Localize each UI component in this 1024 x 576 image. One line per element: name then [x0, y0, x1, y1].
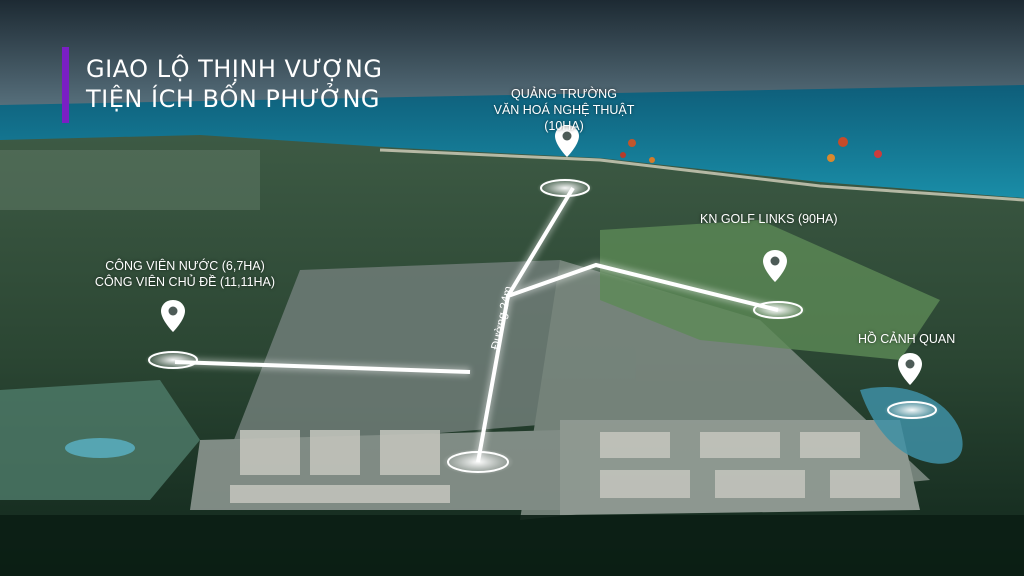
route-lines: [174, 185, 780, 463]
route-golf: [507, 262, 779, 312]
title-line-1: GIAO LỘ THỊNH VƯỢNG: [86, 55, 383, 83]
route-water-park: [174, 360, 471, 374]
beach: [379, 148, 1024, 202]
title-line-2: TIỆN ÍCH BỐN PHƯỞNG: [86, 85, 381, 113]
water-park-pin-icon: [161, 300, 185, 332]
plaza-label-line-1: QUẢNG TRƯỜNG: [511, 87, 617, 101]
water-park-label-line-2: CÔNG VIÊN CHỦ ĐỀ (11,11HA): [94, 275, 276, 289]
golf-label: KN GOLF LINKS (90HA): [700, 212, 838, 226]
foreground-trees: [0, 515, 1024, 576]
water-park-label: CÔNG VIÊN NƯỚC (6,7HA) CÔNG VIÊN CHỦ ĐỀ …: [85, 258, 285, 290]
golf-pin-icon: [763, 250, 787, 282]
plaza-label-line-2: VĂN HOÁ NGHỆ THUẬT: [493, 103, 635, 117]
sea: [0, 85, 1024, 200]
lake-pin-icon: [898, 353, 922, 385]
plaza-pin-icon: [555, 125, 579, 157]
title-accent-bar: [62, 47, 69, 123]
water-park-label-line-1: CÔNG VIÊN NƯỚC (6,7HA): [105, 259, 265, 273]
golf-course-area: [600, 220, 940, 360]
golf-ring: [750, 300, 806, 320]
page-title: GIAO LỘ THỊNH VƯỢNG TIỆN ÍCH BỐN PHƯỞNG: [86, 54, 382, 114]
left-district: [0, 150, 260, 210]
water-pool: [65, 438, 135, 458]
plaza-ring: [537, 178, 593, 198]
hub-ring: [442, 449, 514, 475]
plaza-label-line-3: (10HA): [544, 119, 584, 133]
plaza-label: QUẢNG TRƯỜNG VĂN HOÁ NGHỆ THUẬT (10HA): [474, 86, 654, 134]
lake-ring: [884, 400, 940, 420]
water-park-ring: [145, 350, 201, 370]
lake-label: HỒ CẢNH QUAN: [858, 332, 956, 346]
hot-air-balloons: [620, 137, 882, 163]
